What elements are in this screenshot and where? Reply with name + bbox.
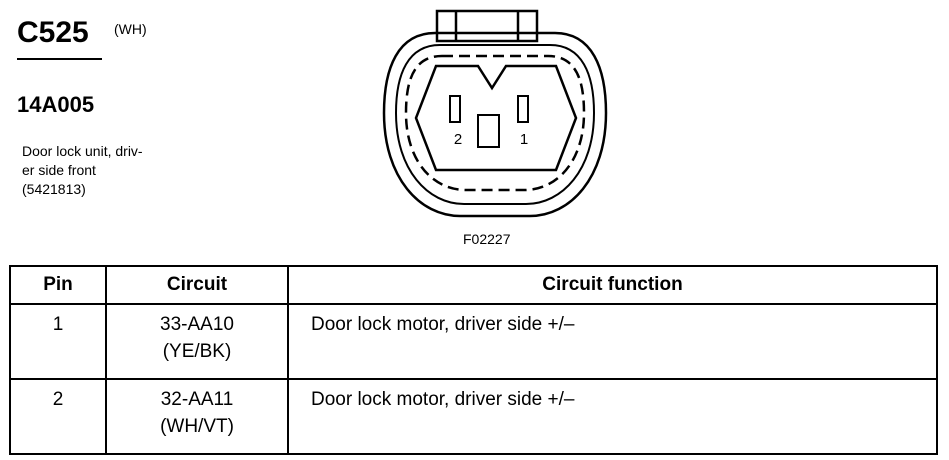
pin-1-label: 1 [520,131,528,148]
cell-pin: 2 [9,378,107,455]
circuit-number: 32-AA11 [160,389,234,410]
pin-2-label: 2 [454,131,462,148]
center-terminal [477,114,500,148]
wire-color: (YE/BK) [162,341,232,362]
cell-circuit-function: Door lock motor, driver side +/– [287,378,938,455]
pin-2-terminal [449,95,461,123]
cell-pin: 1 [9,303,107,380]
connector-housing-inner [394,44,596,205]
circuit-number: 33-AA10 [160,314,234,335]
locking-tab [435,9,539,43]
pin-1-terminal [517,95,529,123]
terminal-cavity [414,64,578,172]
header-circuit-function: Circuit function [287,265,938,305]
connector-seal-dashed [404,54,586,192]
connector-color-code: (WH) [114,21,147,37]
connector-description: Door lock unit, driv- er side front (542… [22,143,143,197]
connector-face-diagram: 2 1 [382,9,608,218]
figure-code: F02227 [463,231,511,247]
table-row: 2 32-AA11 (WH/VT) Door lock motor, drive… [9,378,938,455]
table-row: 1 33-AA10 (YE/BK) Door lock motor, drive… [9,303,938,380]
connector-id-underline [17,58,102,60]
pin-table: Pin Circuit Circuit function 1 33-AA10 (… [9,265,938,455]
connector-id: C525 [17,16,89,49]
cell-circuit: 32-AA11 (WH/VT) [105,378,289,455]
cell-circuit: 33-AA10 (YE/BK) [105,303,289,380]
connector-housing-outer [382,31,608,218]
wire-color: (WH/VT) [160,416,234,437]
cell-circuit-function: Door lock motor, driver side +/– [287,303,938,380]
part-number: 14A005 [17,92,95,117]
header-circuit: Circuit [105,265,289,305]
header-pin: Pin [9,265,107,305]
table-header-row: Pin Circuit Circuit function [9,265,938,305]
